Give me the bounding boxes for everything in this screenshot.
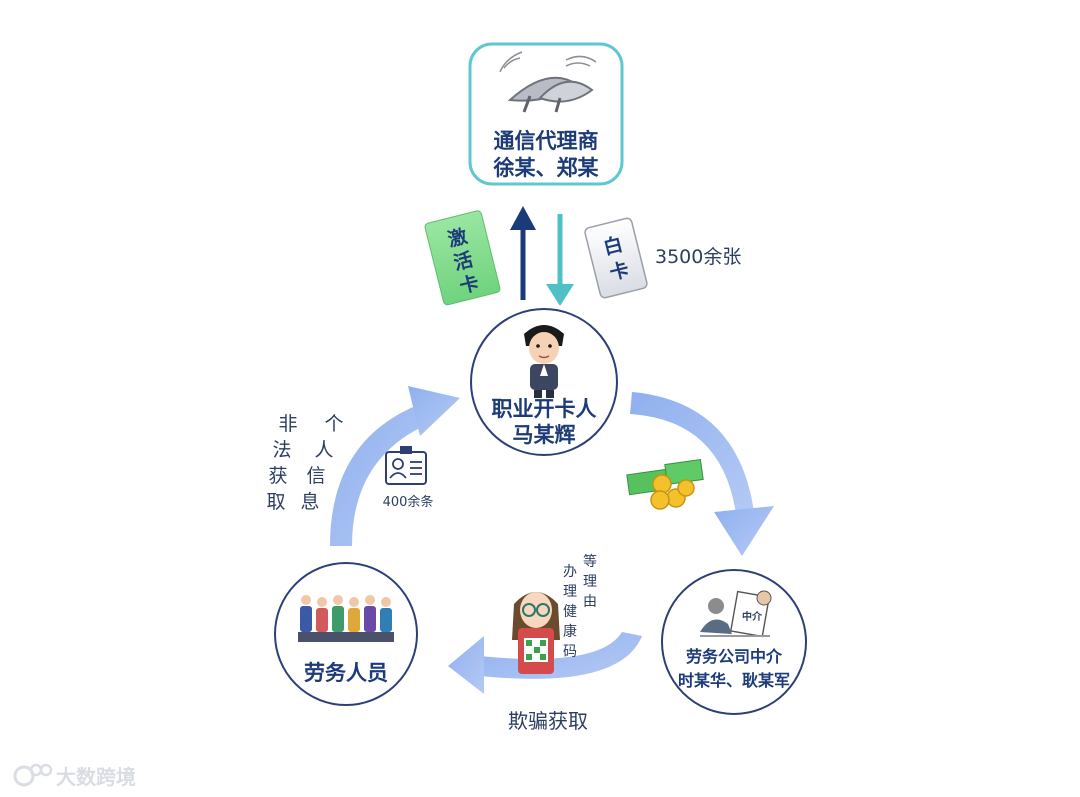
watermark-logo-icon — [13, 763, 53, 787]
health-col2-char-3: 由 — [583, 594, 597, 610]
illegal-char-1: 非 — [278, 413, 297, 435]
arrow-opener-to-agency — [630, 392, 774, 556]
deceive-label: 欺骗获取 — [508, 709, 588, 733]
health-code-girl-icon — [512, 592, 560, 674]
telecom-agent-node: 通信代理商 徐某、郑某 — [468, 42, 624, 186]
health-col1-char-1: 办 — [563, 564, 577, 580]
activate-arrow-up — [510, 206, 536, 300]
illegal-obtain-text: 非 法 获 取 — [266, 413, 297, 513]
info-char-1: 个 — [324, 413, 343, 435]
arrow-workers-to-opener — [330, 386, 460, 546]
info-count: 400余条 — [383, 494, 434, 510]
white-card-count: 3500余张 — [655, 246, 741, 268]
labor-agency-node: 中介 劳务公司中介 时某华、耿某军 — [661, 569, 807, 715]
health-col1-char-5: 码 — [563, 644, 577, 660]
health-col2-char-1: 等 — [583, 553, 597, 570]
agent-talk-icon: 中介 — [700, 590, 772, 638]
card-opener-name: 马某辉 — [513, 423, 576, 447]
svg-text:中介: 中介 — [742, 610, 763, 623]
health-col1-char-4: 康 — [563, 623, 577, 640]
health-code-reason-text: 办 理 健 康 码 等 理 由 — [563, 553, 597, 660]
illegal-char-4: 取 — [266, 491, 285, 513]
personal-info-text: 个 人 信 息 — [300, 413, 343, 513]
illegal-char-3: 获 — [268, 465, 287, 487]
health-col1-char-3: 健 — [563, 604, 577, 620]
telecom-agent-title: 通信代理商 — [494, 129, 599, 153]
health-col2-char-2: 理 — [583, 574, 597, 590]
telecom-agent-names: 徐某、郑某 — [493, 156, 600, 180]
man-in-suit-icon — [524, 325, 564, 398]
id-card-icon — [385, 446, 427, 485]
people-group-icon — [298, 595, 394, 642]
watermark: 大数跨境 — [13, 763, 136, 789]
info-char-2: 人 — [314, 439, 333, 461]
health-col1-char-2: 理 — [563, 584, 577, 600]
white-card-arrow-down — [546, 214, 574, 306]
card-opener-node: 职业开卡人 马某辉 — [470, 308, 618, 456]
white-card: 白 卡 — [584, 217, 648, 299]
labor-workers-node: 劳务人员 — [274, 562, 418, 706]
illegal-char-2: 法 — [272, 439, 291, 461]
card-opener-title: 职业开卡人 — [492, 397, 597, 421]
info-char-3: 信 — [306, 465, 325, 487]
watermark-text: 大数跨境 — [56, 765, 136, 789]
satellite-dish-icon — [499, 51, 597, 113]
labor-workers-title: 劳务人员 — [304, 661, 388, 685]
money-icon — [626, 459, 704, 510]
labor-agency-title: 劳务公司中介 — [686, 647, 783, 666]
activated-card: 激 活 卡 — [424, 210, 501, 306]
labor-agency-names: 时某华、耿某军 — [678, 671, 790, 690]
info-char-4: 息 — [300, 491, 319, 513]
